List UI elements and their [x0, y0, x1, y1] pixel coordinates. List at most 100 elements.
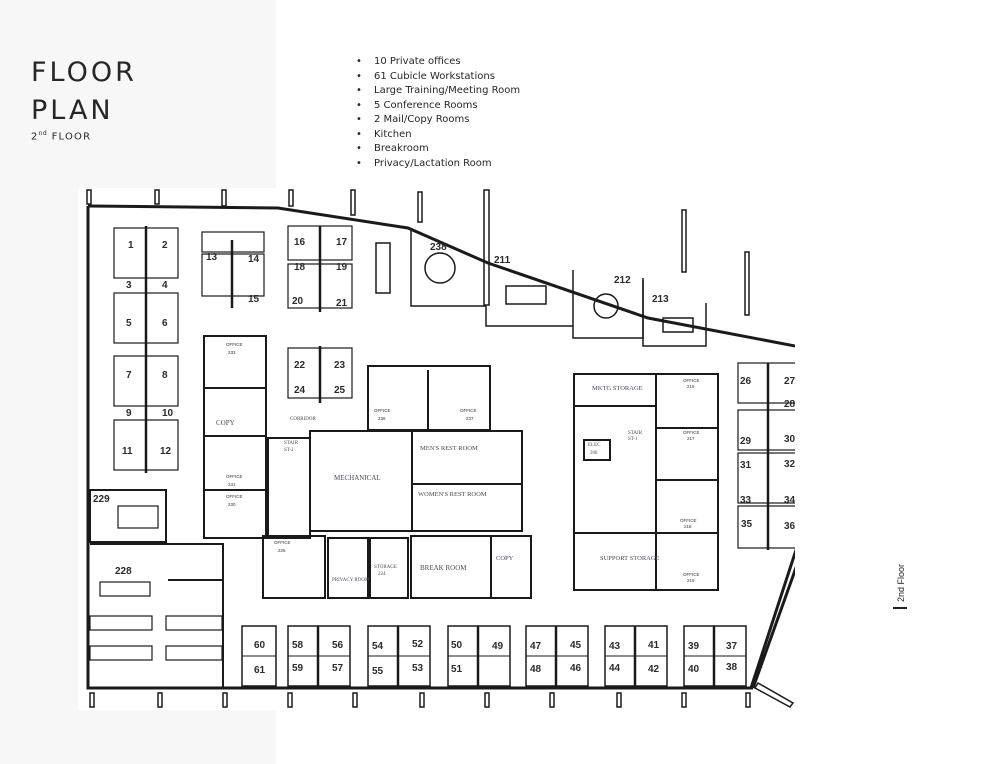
svg-text:50: 50 [451, 640, 463, 651]
svg-text:CORRIDOR: CORRIDOR [290, 417, 317, 422]
svg-text:ELEC: ELEC [588, 443, 601, 448]
svg-text:33: 33 [740, 495, 752, 506]
svg-text:23: 23 [334, 360, 346, 371]
svg-text:12: 12 [160, 446, 172, 457]
feature-item: •2 Mail/Copy Rooms [356, 113, 520, 128]
svg-text:30: 30 [784, 434, 795, 445]
svg-text:OFFICE: OFFICE [226, 342, 243, 347]
bullet-icon: • [356, 128, 362, 140]
svg-text:PRIVACY ROOM: PRIVACY ROOM [332, 578, 370, 583]
svg-text:32: 32 [784, 459, 795, 470]
svg-text:4: 4 [162, 280, 168, 291]
title-line-2: PLAN [31, 95, 114, 126]
svg-text:18: 18 [294, 262, 306, 273]
svg-text:STAIR: STAIR [284, 441, 299, 446]
page-title: FLOOR PLAN [31, 54, 137, 130]
svg-text:54: 54 [372, 641, 384, 652]
bullet-icon: • [356, 70, 362, 82]
svg-text:236: 236 [378, 416, 386, 421]
feature-item: •10 Private offices [356, 55, 520, 70]
svg-text:10: 10 [162, 408, 174, 419]
svg-text:31: 31 [740, 460, 752, 471]
svg-text:1: 1 [128, 240, 134, 251]
svg-text:OFFICE: OFFICE [460, 408, 477, 413]
svg-text:BREAK ROOM: BREAK ROOM [420, 564, 467, 572]
room-labels: COPY CORRIDOR STAIR ST-2 MECHANICAL MEN'… [216, 385, 660, 583]
svg-text:233: 233 [228, 350, 236, 355]
bullet-icon: • [356, 85, 362, 96]
feature-item: •Privacy/Lactation Room [356, 157, 520, 172]
svg-text:ST-1: ST-1 [628, 437, 638, 442]
title-line-1: FLOOR [31, 57, 137, 88]
svg-text:231: 231 [228, 482, 236, 487]
svg-text:45: 45 [570, 640, 582, 651]
svg-text:44: 44 [609, 663, 621, 674]
svg-text:MEN'S REST ROOM: MEN'S REST ROOM [420, 445, 478, 452]
svg-text:59: 59 [292, 663, 304, 674]
svg-text:3: 3 [126, 280, 132, 291]
svg-text:57: 57 [332, 663, 344, 674]
svg-text:STAIR: STAIR [628, 431, 643, 436]
floor-subtitle: 2nd FLOOR [31, 130, 92, 143]
svg-text:46: 46 [570, 663, 582, 674]
feature-item: •Breakroom [356, 142, 520, 157]
svg-text:43: 43 [609, 641, 621, 652]
svg-text:212: 212 [614, 275, 631, 286]
svg-text:14: 14 [248, 254, 260, 265]
bullet-icon: • [356, 143, 362, 154]
svg-text:34: 34 [784, 495, 795, 506]
svg-text:216: 216 [687, 384, 695, 389]
svg-text:29: 29 [740, 436, 752, 447]
svg-text:226: 226 [278, 548, 286, 553]
svg-text:SUPPORT STORAGE: SUPPORT STORAGE [600, 555, 660, 562]
svg-text:48: 48 [530, 664, 542, 675]
svg-text:35: 35 [741, 519, 753, 530]
svg-text:53: 53 [412, 663, 424, 674]
svg-text:213: 213 [652, 294, 669, 305]
svg-text:47: 47 [530, 641, 542, 652]
svg-text:208: 208 [590, 451, 598, 456]
svg-text:OFFICE: OFFICE [683, 378, 700, 383]
svg-text:217: 217 [687, 436, 695, 441]
feature-item: •5 Conference Rooms [356, 99, 520, 114]
svg-text:8: 8 [162, 370, 168, 381]
bullet-icon: • [356, 56, 362, 67]
svg-text:238: 238 [430, 242, 447, 253]
svg-text:13: 13 [206, 252, 218, 263]
svg-text:228: 228 [115, 566, 132, 577]
svg-text:2: 2 [162, 240, 168, 251]
svg-text:230: 230 [228, 502, 236, 507]
conference-room-labels: 238 211 212 213 229 228 2ND-FLOOR [93, 242, 669, 577]
svg-text:51: 51 [451, 664, 463, 675]
svg-text:OFFICE: OFFICE [683, 430, 700, 435]
svg-text:5: 5 [126, 318, 132, 329]
svg-text:218: 218 [684, 524, 692, 529]
svg-text:11: 11 [122, 446, 133, 457]
svg-text:2nd Floor: 2nd Floor [896, 564, 906, 602]
bullet-icon: • [356, 157, 362, 169]
svg-text:MKTG STORAGE: MKTG STORAGE [592, 385, 643, 392]
svg-text:COPY: COPY [496, 555, 514, 562]
svg-text:25: 25 [334, 385, 346, 396]
svg-text:24: 24 [294, 385, 306, 396]
svg-text:61: 61 [254, 665, 266, 676]
bullet-icon: • [356, 114, 362, 125]
svg-text:237: 237 [466, 416, 474, 421]
svg-text:15: 15 [248, 294, 260, 305]
svg-text:OFFICE: OFFICE [274, 540, 291, 545]
svg-text:60: 60 [254, 640, 266, 651]
svg-text:52: 52 [412, 639, 424, 650]
features-list: •10 Private offices •61 Cubicle Workstat… [356, 55, 520, 171]
svg-text:211: 211 [494, 255, 511, 266]
svg-text:36: 36 [784, 521, 795, 532]
svg-text:6: 6 [162, 318, 168, 329]
feature-item: •61 Cubicle Workstations [356, 70, 520, 85]
bullet-icon: • [356, 99, 362, 111]
svg-text:STORAGE: STORAGE [374, 565, 397, 570]
side-floor-note: 2nd Floor [893, 564, 907, 609]
svg-text:42: 42 [648, 664, 660, 675]
svg-text:7: 7 [126, 370, 132, 381]
